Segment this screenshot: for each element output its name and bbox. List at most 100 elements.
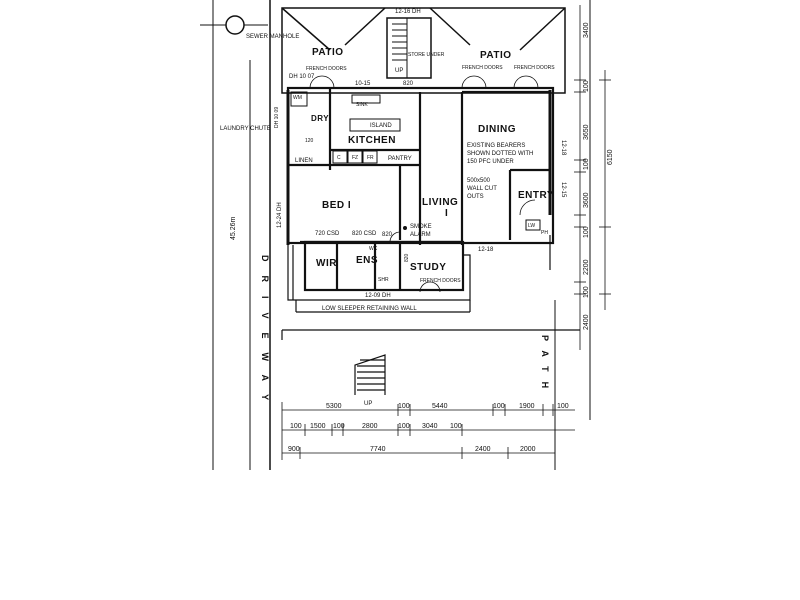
dh-820-wir: 820 <box>382 232 393 238</box>
wir-label: WIR <box>316 258 337 269</box>
fz-label: FZ <box>352 155 358 161</box>
living-label: LIVING <box>422 197 458 208</box>
sink-label: SINK <box>356 102 368 108</box>
driveway-label: DRIVEWAY <box>260 255 270 414</box>
french-doors-patio-right-b: FRENCH DOORS <box>514 65 555 71</box>
wall-cut-1: 500x500 <box>467 178 491 184</box>
kitchen-island <box>349 118 401 132</box>
bottom-row2-0: 100 <box>290 423 302 430</box>
right-col1-3: 100 <box>583 158 590 170</box>
bottom-row3-0: 900 <box>288 446 300 453</box>
retaining-wall-label: LOW SLEEPER RETAINING WALL <box>322 306 417 312</box>
dh-1215: 12-15 <box>560 182 566 198</box>
right-col1-2: 3650 <box>583 124 590 140</box>
sewer-manhole-label: SEWER MANHOLE <box>246 34 299 40</box>
kitchen-label: KITCHEN <box>348 135 396 146</box>
dh-1209: 12-09 DH <box>365 293 391 299</box>
bearers-note-1: EXISTING BEARERS <box>467 143 525 149</box>
living-numeral: I <box>445 208 448 219</box>
entry-label: ENTRY <box>518 190 554 201</box>
bottom-row2-5: 3040 <box>422 423 438 430</box>
bottom-row3-2: 2400 <box>475 446 491 453</box>
patio-roof-outline <box>281 7 566 94</box>
bottom-stairs <box>354 354 386 395</box>
pantry-label: PANTRY <box>388 156 412 162</box>
sewer-manhole-icon <box>225 15 245 35</box>
csd-720: 720 CSD <box>315 231 340 237</box>
top-stairs <box>386 17 432 79</box>
wall-cut-2: WALL CUT <box>467 186 497 192</box>
right-col1-0: 3400 <box>583 22 590 38</box>
dh-1015: 10-15 <box>355 81 371 87</box>
right-col1-5: 100 <box>583 226 590 238</box>
patio-left-label: PATIO <box>312 47 344 58</box>
csd-120: 120 <box>305 138 314 144</box>
up-top-label: UP <box>395 68 403 74</box>
bottom-row1-5: 100 <box>557 403 569 410</box>
dh-1218-right: 12-18 <box>560 140 566 156</box>
lower-walls <box>303 240 465 292</box>
wm-label: WM <box>293 95 302 101</box>
bearers-note-2: SHOWN DOTTED WITH <box>467 151 533 157</box>
door-swings <box>309 75 539 293</box>
study-label: STUDY <box>410 262 446 273</box>
dh-820-study: 820 <box>404 253 410 262</box>
right-dimension-lines <box>574 5 611 350</box>
smoke-alarm-2: ALARM <box>410 232 431 238</box>
bottom-row2-4: 100 <box>398 423 410 430</box>
ens-label: ENS <box>356 255 378 266</box>
french-doors-patio-right-a: FRENCH DOORS <box>462 65 503 71</box>
up-bottom-label: UP <box>364 401 372 407</box>
dh-1224: 12-24 DH <box>277 202 283 228</box>
french-doors-study: FRENCH DOORS <box>420 278 461 284</box>
dh-top: 12-16 DH <box>395 9 421 15</box>
shr-label: SHR <box>378 277 389 283</box>
c-label: C <box>337 155 341 161</box>
dh-820-top: 820 <box>403 81 414 87</box>
smoke-alarm-1: SMOKE <box>410 224 432 230</box>
bottom-dimension-lines <box>281 402 575 460</box>
bed1-label: BED I <box>322 200 351 211</box>
bottom-row1-1: 100 <box>398 403 410 410</box>
dry-label: DRY <box>311 114 329 123</box>
right-col1-8: 2400 <box>583 314 590 330</box>
cupboard-c <box>332 150 348 164</box>
bottom-row1-4: 1900 <box>519 403 535 410</box>
site-boundary <box>212 0 591 470</box>
boundary-dimension: 45.26m <box>230 216 237 240</box>
sink-icon <box>351 94 381 104</box>
bottom-row2-2: 100 <box>333 423 345 430</box>
dh-1218-bottom: 12-18 <box>478 247 494 253</box>
wall-cut-3: OUTS <box>467 194 484 200</box>
linen-label: LINEN <box>295 158 313 164</box>
right-col1-7: 100 <box>583 286 590 298</box>
bottom-row1-3: 100 <box>493 403 505 410</box>
bottom-row1-0: 5300 <box>326 403 342 410</box>
bottom-row3-3: 2000 <box>520 446 536 453</box>
entry-cabinet <box>525 219 541 231</box>
patio-right-label: PATIO <box>480 50 512 61</box>
entry-ph-label: PH <box>541 230 548 236</box>
french-doors-patio-left: FRENCH DOORS <box>306 66 347 72</box>
fr-label: FR <box>367 155 374 161</box>
bottom-row2-3: 2800 <box>362 423 378 430</box>
cupboard-fz <box>347 150 363 164</box>
right-col1-4: 3600 <box>583 192 590 208</box>
entry-lw-label: LW <box>528 223 535 229</box>
right-col2-0: 6150 <box>607 149 614 165</box>
bottom-row1-2: 5440 <box>432 403 448 410</box>
wc-label: WC <box>369 246 378 252</box>
dh-left: DH 10 07 <box>289 74 315 80</box>
right-col1-1: 100 <box>583 80 590 92</box>
path-label: PATH <box>540 335 550 398</box>
smoke-alarm-icon <box>403 226 407 230</box>
cupboard-fr <box>362 150 378 164</box>
bottom-row2-6: 100 <box>450 423 462 430</box>
store-under-label: STORE UNDER <box>408 52 445 58</box>
dh-1009: DH 10 09 <box>274 107 280 128</box>
csd-820: 820 CSD <box>352 231 377 237</box>
laundry-chute-label: LAUNDRY CHUTE <box>220 126 271 132</box>
right-col1-6: 2200 <box>583 259 590 275</box>
dining-label: DINING <box>478 124 516 135</box>
